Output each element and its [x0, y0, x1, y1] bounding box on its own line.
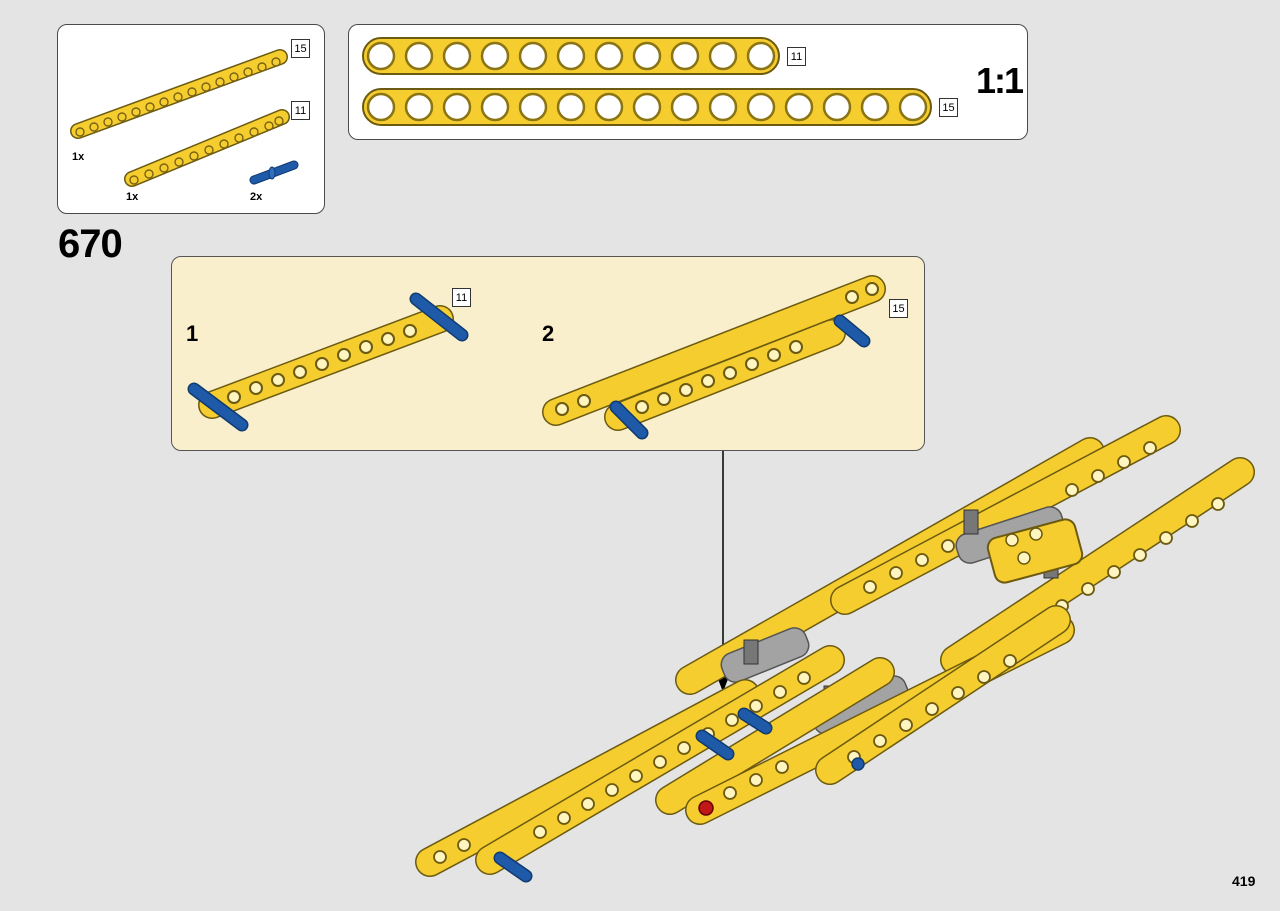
- assembly-new-beams: [415, 645, 865, 883]
- assembly-middle-beams: [655, 605, 1075, 825]
- blue-pin-quantity: 2x: [250, 191, 263, 203]
- sub-step-1-number: 1: [186, 321, 199, 346]
- step-number: 670: [58, 222, 123, 266]
- sub-step-2-number: 2: [542, 321, 555, 346]
- beam-15-quantity: 1x: [72, 151, 85, 163]
- sub-step-2-beam-label: 15: [889, 299, 908, 318]
- sub-step-2-pin-a: [609, 400, 649, 440]
- page-number: 419: [1232, 873, 1256, 889]
- beam-11-quantity: 1x: [126, 191, 139, 203]
- scale-beam-11: [362, 37, 780, 75]
- sub-step-2-pin-b: [833, 314, 871, 348]
- scale-beam-11-label: 11: [787, 47, 806, 66]
- sub-step-illustrations: [187, 275, 886, 440]
- scale-beam-15: [362, 88, 932, 126]
- beam-15-part: [70, 49, 288, 139]
- blue-pin-part: [249, 160, 299, 185]
- parts-illustration: [70, 49, 299, 187]
- sub-step-1-pin-b: [409, 292, 469, 342]
- beam-11-length-label: 11: [291, 101, 310, 120]
- beam-11-part: [124, 109, 290, 187]
- red-pin-icon: [698, 800, 714, 816]
- assembly-blue-pins: [493, 707, 865, 883]
- sub-step-1-beam-label: 11: [452, 288, 471, 307]
- scale-indicator: 1:1: [976, 60, 1024, 101]
- scale-guide-panel: 11 15: [348, 24, 1028, 140]
- beam-15-length-label: 15: [291, 39, 310, 58]
- sub-assembly-panel: 1 2 11 15: [171, 256, 925, 451]
- scale-beams: [362, 37, 932, 126]
- sub-step-1-pin-a: [187, 382, 249, 432]
- scale-beam-15-label: 15: [939, 98, 958, 117]
- sub-step-2-assembly: [542, 275, 886, 440]
- sub-step-1-assembly: [187, 292, 469, 432]
- parts-list-panel: 15 11 1x 1x 2x: [57, 24, 325, 214]
- assembly-cross-block: [986, 518, 1084, 584]
